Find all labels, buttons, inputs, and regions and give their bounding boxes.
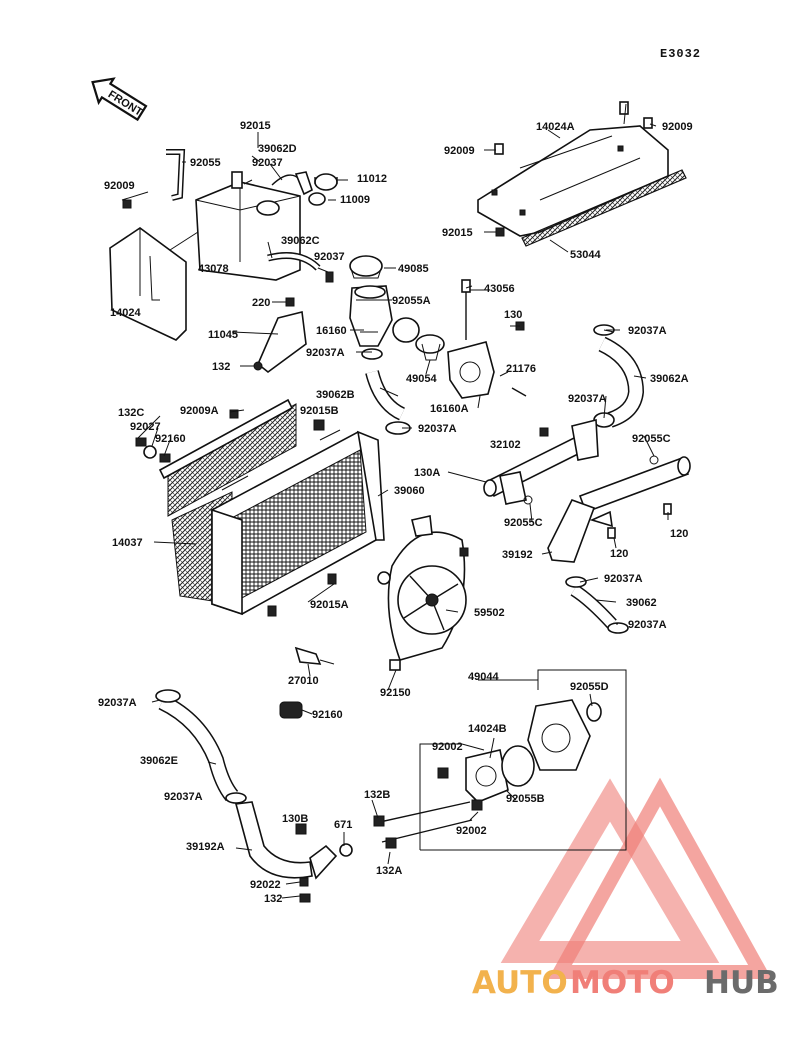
part-label: 32102 <box>490 439 521 451</box>
part-label: 92037A <box>628 325 667 337</box>
watermark-part1: AUTO <box>472 965 568 1001</box>
part-label: 92022 <box>250 879 281 891</box>
part-label: 11009 <box>340 194 370 206</box>
part-label: 132 <box>264 893 282 905</box>
water-pump <box>465 699 591 803</box>
part-label: 43078 <box>198 263 229 275</box>
part-label: 92055C <box>504 517 543 529</box>
part-label: 92055 <box>190 157 221 169</box>
part-label: 16160A <box>430 403 469 415</box>
watermark-part3: HUB <box>704 965 779 1001</box>
thermostat-housing <box>447 341 495 399</box>
part-label: 49085 <box>398 263 429 275</box>
part-label: 92037 <box>252 157 283 169</box>
part-label: 49044 <box>468 671 499 683</box>
seal-strip <box>521 169 687 247</box>
part-label: 92009 <box>444 145 475 157</box>
part-label: 92015 <box>240 120 271 132</box>
part-label: 92037 <box>314 251 345 263</box>
part-label: 14037 <box>112 537 143 549</box>
watermark-logo <box>500 777 772 979</box>
part-label: 39192A <box>186 841 225 853</box>
part-label: 92027 <box>130 421 161 433</box>
part-label: 130B <box>282 813 308 825</box>
part-label: 39062D <box>258 143 297 155</box>
part-label: 92037A <box>628 619 667 631</box>
part-label: 120 <box>670 528 688 540</box>
part-label: 130A <box>414 467 440 479</box>
part-label: 92015B <box>300 405 339 417</box>
part-label: 92055D <box>570 681 609 693</box>
part-label: 92055C <box>632 433 671 445</box>
thermostat <box>415 334 445 361</box>
part-label: 92009 <box>662 121 693 133</box>
part-label: 92009A <box>180 405 219 417</box>
part-label: 92037A <box>164 791 203 803</box>
part-label: 11012 <box>357 173 387 185</box>
part-label: 132C <box>118 407 144 419</box>
water-pipe-39192a <box>234 801 338 880</box>
part-label: 92037A <box>604 573 643 585</box>
part-label: 120 <box>610 548 628 560</box>
part-label: 132B <box>364 789 390 801</box>
part-label: 16160 <box>316 325 347 337</box>
part-label: 27010 <box>288 675 319 687</box>
part-label: 49054 <box>406 373 437 385</box>
diagram-code: E3032 <box>660 47 701 61</box>
radiator-cap <box>349 255 383 279</box>
part-labels: 92015 39062D 92037 92055 11012 11009 920… <box>98 120 693 905</box>
part-label: 14024A <box>536 121 575 133</box>
part-label: 92037A <box>98 697 137 709</box>
part-label: 39062C <box>281 235 320 247</box>
part-label: 39062E <box>140 755 178 767</box>
part-label: 671 <box>334 819 352 831</box>
part-label: 43056 <box>484 283 515 295</box>
part-label: 92009 <box>104 180 135 192</box>
part-label: 39062A <box>650 373 689 385</box>
filler-neck <box>349 285 393 347</box>
part-label: 14024B <box>468 723 507 735</box>
part-label: 92160 <box>312 709 343 721</box>
bracket-11045 <box>257 311 307 374</box>
water-pipe-39192 <box>547 456 691 563</box>
reservoir-cap <box>308 173 338 206</box>
part-label: 132 <box>212 361 230 373</box>
part-label: 92160 <box>155 433 186 445</box>
radiator-core <box>158 398 385 616</box>
reservoir-cover <box>109 227 187 341</box>
part-label: 39060 <box>394 485 425 497</box>
part-label: 92015A <box>310 599 349 611</box>
hose-39062d <box>271 174 301 186</box>
cooling-fan <box>387 515 467 661</box>
part-label: 92037A <box>306 347 345 359</box>
watermark-text: AUTO MOTO HUB <box>472 965 779 1001</box>
part-label: 130 <box>504 309 522 321</box>
part-label: 14024 <box>110 307 141 319</box>
watermark-part2: MOTO <box>570 965 675 1001</box>
part-label: 39192 <box>502 549 533 561</box>
part-label: 92015 <box>442 227 473 239</box>
part-label: 92037A <box>418 423 457 435</box>
part-label: 92002 <box>432 741 463 753</box>
water-pipe <box>483 418 599 505</box>
part-label: 21176 <box>506 363 536 375</box>
part-label: 92002 <box>456 825 487 837</box>
part-label: 92055B <box>506 793 545 805</box>
part-label: 92150 <box>380 687 411 699</box>
part-label: 39062B <box>316 389 355 401</box>
part-label: 132A <box>376 865 402 877</box>
part-label: 59502 <box>474 607 505 619</box>
front-arrow-icon: FRONT <box>91 77 148 122</box>
part-label: 53044 <box>570 249 601 261</box>
part-label: 39062 <box>626 597 657 609</box>
leader-lines <box>121 103 669 899</box>
part-label: 11045 <box>208 329 238 341</box>
part-label: 92055A <box>392 295 431 307</box>
part-label: 92037A <box>568 393 607 405</box>
part-label: 220 <box>252 297 270 309</box>
